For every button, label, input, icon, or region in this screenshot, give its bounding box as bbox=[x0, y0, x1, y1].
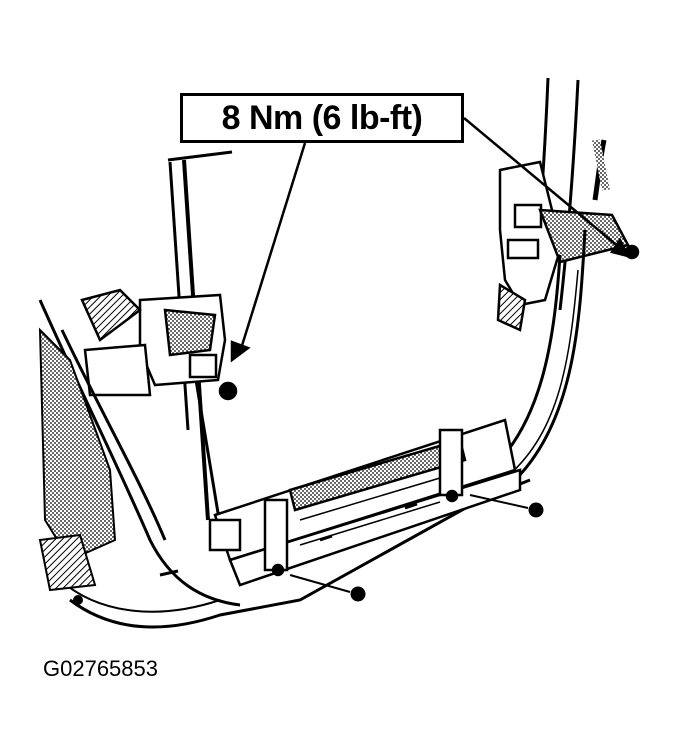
figure-id-label: G02765853 bbox=[43, 656, 158, 681]
lower-crossmember bbox=[159, 418, 522, 587]
left-bracket bbox=[80, 288, 238, 401]
left-body-panel bbox=[38, 327, 117, 605]
torque-callout-box: 8 Nm (6 lb-ft) bbox=[180, 93, 464, 143]
torque-callout-label: 8 Nm (6 lb-ft) bbox=[221, 98, 423, 137]
callout-leaders bbox=[230, 117, 631, 363]
lower-fasteners bbox=[289, 494, 544, 602]
